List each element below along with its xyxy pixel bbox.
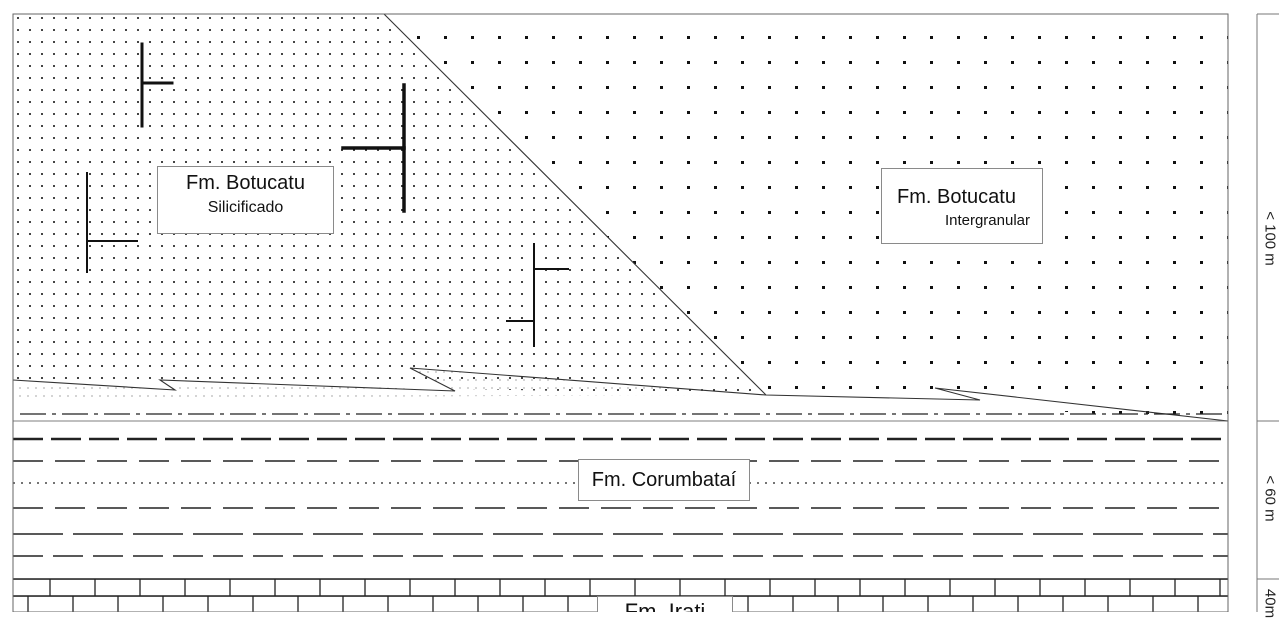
thickness-scale-bar xyxy=(1256,13,1279,612)
label-botucatu-intergranular: Fm. Botucatu Intergranular xyxy=(881,168,1043,244)
botucatu-silicified-area xyxy=(13,14,766,395)
interfinger-contact xyxy=(12,367,1229,422)
scale-label-corumbatai: < 60 m xyxy=(1261,475,1279,522)
unit-detail: Silicificado xyxy=(207,199,284,216)
unit-detail: Intergranular xyxy=(944,212,1030,229)
unit-name: Fm. Irati xyxy=(624,599,706,613)
label-irati: Fm. Irati xyxy=(597,596,733,612)
fracture-symbol xyxy=(506,243,569,347)
fracture-symbol xyxy=(86,172,138,273)
scale-label-irati: 40m xyxy=(1261,588,1279,619)
section-frame xyxy=(12,13,1229,612)
label-corumbatai: Fm. Corumbataí xyxy=(578,459,750,501)
fracture-symbol xyxy=(341,83,406,213)
label-botucatu-silicified: Fm. Botucatu Silicificado xyxy=(157,166,334,234)
scale-label-botucatu: < 100 m xyxy=(1261,211,1279,266)
geologic-section-diagram xyxy=(12,13,1279,612)
unit-name: Fm. Botucatu xyxy=(897,186,1016,208)
interfinger-zone xyxy=(13,368,766,398)
fracture-symbol xyxy=(140,42,174,128)
botucatu-intergranular-area xyxy=(384,14,1228,421)
fracture-symbols xyxy=(86,42,569,347)
unit-name: Fm. Corumbataí xyxy=(591,469,737,491)
unit-name: Fm. Botucatu xyxy=(186,172,305,194)
silicification-boundary xyxy=(383,13,767,396)
